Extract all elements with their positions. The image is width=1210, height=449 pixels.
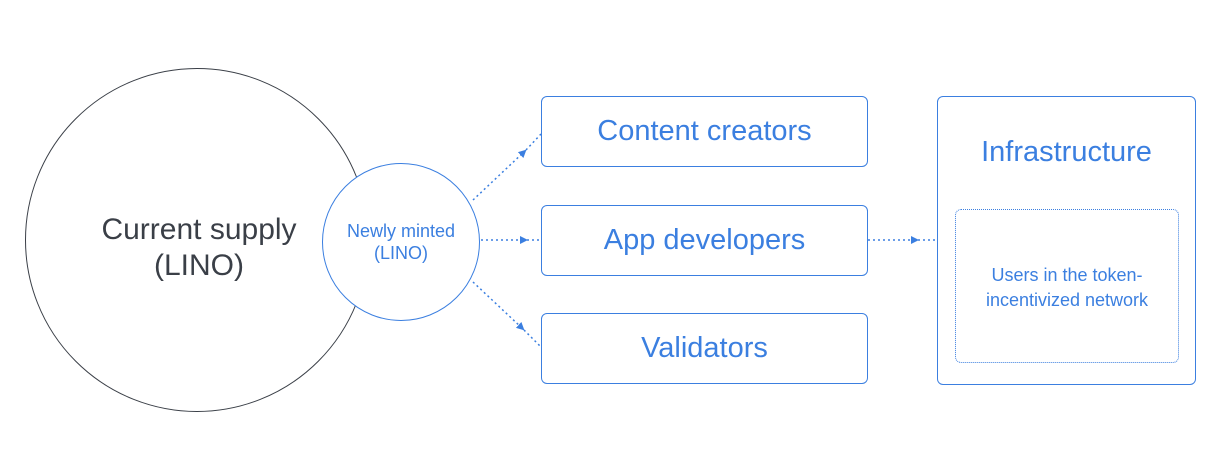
app-developers-label: App developers bbox=[603, 224, 806, 256]
newly-minted-circle bbox=[322, 163, 480, 321]
users-network-box bbox=[955, 209, 1179, 363]
app-developers-box: App developers bbox=[541, 205, 868, 276]
users-network-line2: incentivized network bbox=[985, 290, 1149, 310]
arrow-to-content-creators bbox=[472, 149, 527, 201]
current-supply-line2: (LINO) bbox=[154, 249, 244, 282]
arrow-content-creators-tail bbox=[525, 133, 542, 151]
newly-minted-label: Newly minted (LINO) bbox=[322, 220, 480, 264]
content-creators-label: Content creators bbox=[597, 115, 812, 147]
users-network-line1: Users in the token- bbox=[991, 265, 1143, 285]
current-supply-label: Current supply (LINO) bbox=[80, 212, 318, 284]
validators-label: Validators bbox=[641, 332, 768, 364]
content-creators-box: Content creators bbox=[541, 96, 868, 167]
current-supply-line1: Current supply bbox=[101, 213, 297, 246]
newly-minted-line2: (LINO) bbox=[374, 243, 428, 263]
newly-minted-line1: Newly minted bbox=[346, 221, 456, 241]
users-network-label: Users in the token- incentivized network bbox=[955, 263, 1179, 313]
infrastructure-title: Infrastructure bbox=[981, 136, 1152, 168]
arrow-validators-tail bbox=[523, 329, 542, 348]
current-supply-circle bbox=[25, 68, 369, 412]
infrastructure-box bbox=[937, 96, 1196, 385]
validators-box: Validators bbox=[541, 313, 868, 384]
arrow-to-validators bbox=[472, 281, 525, 331]
